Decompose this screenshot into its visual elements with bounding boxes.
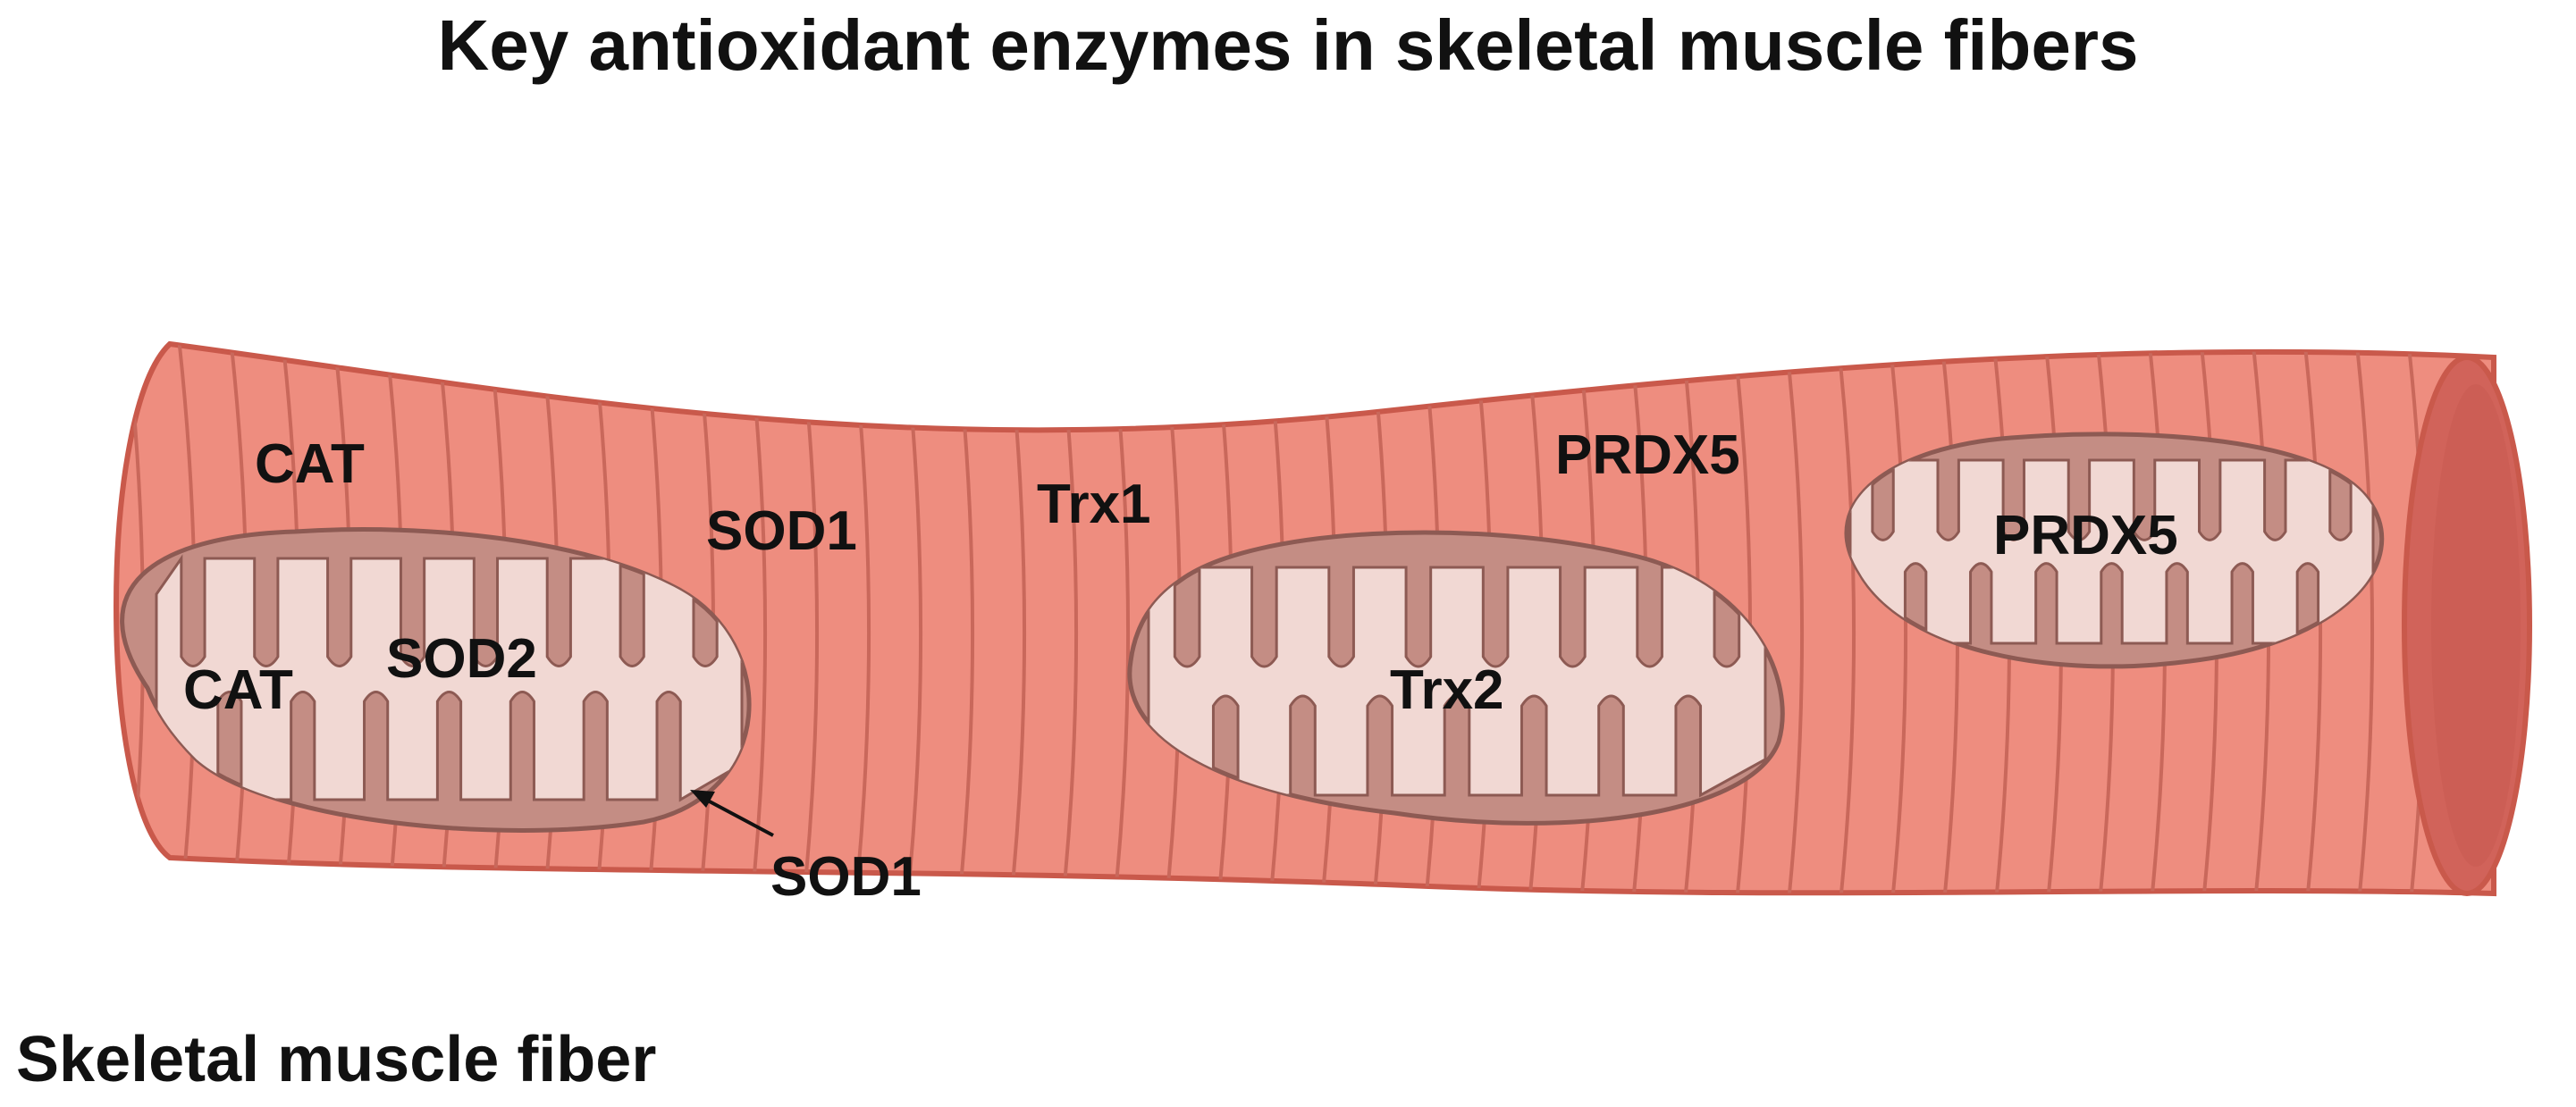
label-mito1-sod2: SOD2 [386, 628, 537, 690]
label-mito2-trx2: Trx2 [1390, 659, 1504, 721]
striation-line [2353, 344, 2375, 893]
label-mito3-prdx5: PRDX5 [1993, 505, 2178, 566]
mito-2-cristae [1147, 563, 1767, 798]
mitochondrion-2 [1127, 530, 1785, 826]
diagram-title: Key antioxidant enzymes in skeletal musc… [438, 5, 2139, 85]
striation-line [1782, 344, 1805, 893]
striation-line [1730, 344, 1753, 893]
label-cytosol-sod1: SOD1 [706, 500, 857, 562]
mitochondrion-1 [120, 527, 752, 833]
fiber-cut-end-inner [2431, 384, 2521, 867]
mito-3-cristae [1848, 456, 2375, 646]
fiber-label: Skeletal muscle fiber [16, 1024, 656, 1095]
label-cytosol-cat: CAT [255, 433, 365, 495]
mito-1-cristae [155, 554, 744, 802]
label-mito1-sod1-ims: SOD1 [770, 846, 922, 908]
sod1-ims-arrow [690, 790, 774, 837]
mitochondrion-3 [1844, 432, 2385, 669]
label-cytosol-prdx5: PRDX5 [1555, 424, 1740, 486]
label-mito1-cat: CAT [183, 659, 293, 721]
striation-line [1834, 344, 1856, 893]
label-cytosol-trx1: Trx1 [1037, 474, 1151, 535]
